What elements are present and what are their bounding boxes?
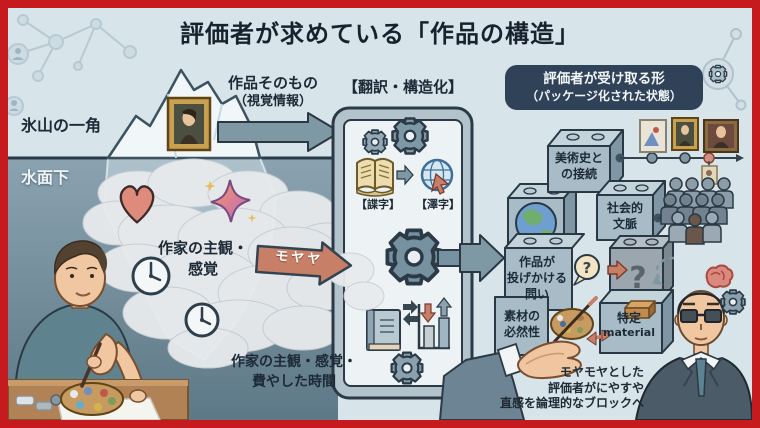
block-question-label: 作品が 投げかける 問い <box>506 255 567 302</box>
package-heading-box: 評価者が受け取る形 （パッケージ化された状態） <box>505 65 703 110</box>
crowd-icon <box>653 177 734 245</box>
network-pattern-top-right <box>702 28 747 111</box>
block-social-label: 社会的 文脈 <box>606 201 643 232</box>
clock-icon <box>131 256 171 296</box>
hidden-factors-label: 作家の主観・感覚・ 費やした時間 <box>231 354 357 390</box>
block-art-history <box>547 129 624 193</box>
art-history-timeline <box>615 117 744 185</box>
tie <box>695 358 707 397</box>
brain-icon <box>705 264 734 289</box>
lego-blocks: ? ? <box>494 129 674 356</box>
page-title: 評価者が求めている「作品の構造」 <box>180 20 580 48</box>
painting-monalisa-icon <box>671 117 699 151</box>
double-arrow-icon <box>586 329 612 346</box>
globe-cursor-icon <box>420 158 454 195</box>
suit <box>634 356 752 420</box>
avatar-node-icon <box>8 43 29 116</box>
block-art-history-label: 美術史と の接続 <box>554 151 603 182</box>
question-mark-icon: ? <box>629 261 646 296</box>
block-specific-label: 特定 material <box>603 311 655 340</box>
tag-right: 【澤字】 <box>416 198 460 211</box>
illustration: ? ? <box>8 14 752 420</box>
arrow-artwork-to-translator <box>217 112 341 152</box>
evaluator-figure <box>634 256 752 420</box>
translator-heading: 【翻訳・構造化】 <box>342 78 463 96</box>
block-material-label: 素材の 必然性 <box>503 309 540 340</box>
painting-portrait-icon <box>703 119 739 153</box>
artist-figure <box>8 240 189 420</box>
sparkle-blob-icon <box>204 179 257 223</box>
artist-palette-icon <box>60 382 124 416</box>
network-pattern-top-left <box>8 14 137 116</box>
clock-icon-2 <box>184 302 220 338</box>
subjectivity-label: 作家の主観・ 感覚 <box>157 239 248 278</box>
painting-abstract-icon <box>639 119 667 153</box>
iceberg-tip-label: 氷山の一角 <box>21 116 102 135</box>
artwork-label: 作品そのもの （視覚情報） <box>227 74 318 109</box>
block-specific-material <box>599 289 674 354</box>
footnote: モヤモヤとした 評価者がにやすや 直感を論理的なブロックへ <box>499 365 644 410</box>
mini-bar-chart-icon <box>417 297 453 350</box>
block-social-context <box>596 180 666 241</box>
small-arrow-icon <box>396 164 414 186</box>
open-book-icon <box>356 157 394 197</box>
curved-arrow-icon <box>655 256 675 281</box>
presenting-hand <box>439 340 582 420</box>
heart-icon <box>119 185 155 224</box>
arrow-left-icon <box>403 312 418 326</box>
paint-tubes-icon <box>15 394 62 411</box>
underwater-label: 水面下 <box>21 168 70 187</box>
closed-book-icon <box>366 309 401 351</box>
arrow-translator-to-blocks <box>459 234 505 282</box>
infographic-canvas: ? ? <box>8 8 752 420</box>
glasses-icon <box>680 309 722 323</box>
question-mark-icon: ? <box>583 259 592 277</box>
tag-left: 【諜字】 <box>356 198 400 211</box>
palette-icon <box>550 296 598 344</box>
block-material-necessity <box>494 296 549 356</box>
mona-lisa-icon <box>166 96 212 152</box>
question-bubble-icon: ? <box>573 254 600 286</box>
arrow-right-icon <box>403 300 418 314</box>
material-brick-icon <box>624 300 656 319</box>
moyamoya-arrow <box>254 241 353 286</box>
arrow-question-icon <box>607 260 628 280</box>
translator-tablet <box>331 106 474 400</box>
